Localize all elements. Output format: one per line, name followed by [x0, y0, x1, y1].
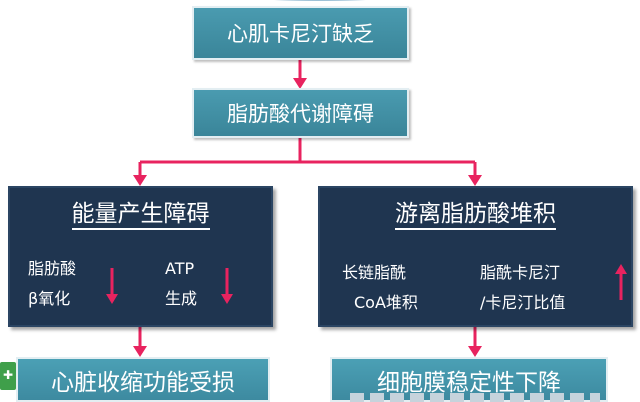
node-left-col1: 脂肪酸 β氧化: [28, 254, 76, 314]
arrowhead-left: [133, 175, 147, 186]
node-bottom-right-label: 细胞膜稳定性下降: [377, 369, 561, 396]
node-right-col2: 脂酰卡尼汀 /卡尼汀比值: [480, 258, 565, 318]
node-second: 脂肪酸代谢障碍: [192, 88, 409, 138]
arrowhead-bottom-right: [468, 346, 482, 357]
arrow-up-icon: [615, 264, 627, 300]
arrow-down-icon: [221, 268, 233, 304]
node-right: 游离脂肪酸堆积 长链脂酰 CoA堆积 脂酰卡尼汀 /卡尼汀比值: [318, 186, 633, 327]
node-left-col2-line2: 生成: [165, 289, 198, 308]
arrowhead-bottom-left: [133, 346, 147, 357]
node-left-col2: ATP 生成: [165, 254, 197, 314]
node-right-col2-line1: 脂酰卡尼汀: [480, 263, 561, 282]
arrowhead-second: [293, 78, 307, 89]
arrow-down-icon: [106, 268, 118, 304]
node-right-col1: 长链脂酰 CoA堆积: [342, 258, 418, 318]
node-left: 能量产生障碍 脂肪酸 β氧化 ATP 生成: [8, 186, 273, 327]
node-right-col1-line1: 长链脂酰: [342, 263, 407, 282]
node-left-col1-line1: 脂肪酸: [28, 259, 77, 278]
node-top: 心肌卡尼汀缺乏: [192, 6, 409, 60]
node-right-title: 游离脂肪酸堆积: [395, 201, 556, 230]
node-second-label: 脂肪酸代谢障碍: [227, 102, 374, 126]
arrowhead-right: [468, 175, 482, 186]
faint-caption-strip: [350, 393, 600, 402]
node-left-col1-line2: β氧化: [28, 289, 71, 308]
node-right-col1-line2: CoA堆积: [354, 293, 418, 312]
first-aid-icon: ✚: [0, 362, 16, 390]
node-left-col2-line1: ATP: [165, 259, 195, 278]
node-bottom-left-label: 心脏收缩功能受损: [51, 369, 235, 396]
node-right-col2-line2: /卡尼汀比值: [480, 293, 566, 312]
node-bottom-left: 心脏收缩功能受损: [16, 357, 270, 402]
node-left-title: 能量产生障碍: [71, 201, 210, 230]
node-top-label: 心肌卡尼汀缺乏: [227, 22, 374, 46]
